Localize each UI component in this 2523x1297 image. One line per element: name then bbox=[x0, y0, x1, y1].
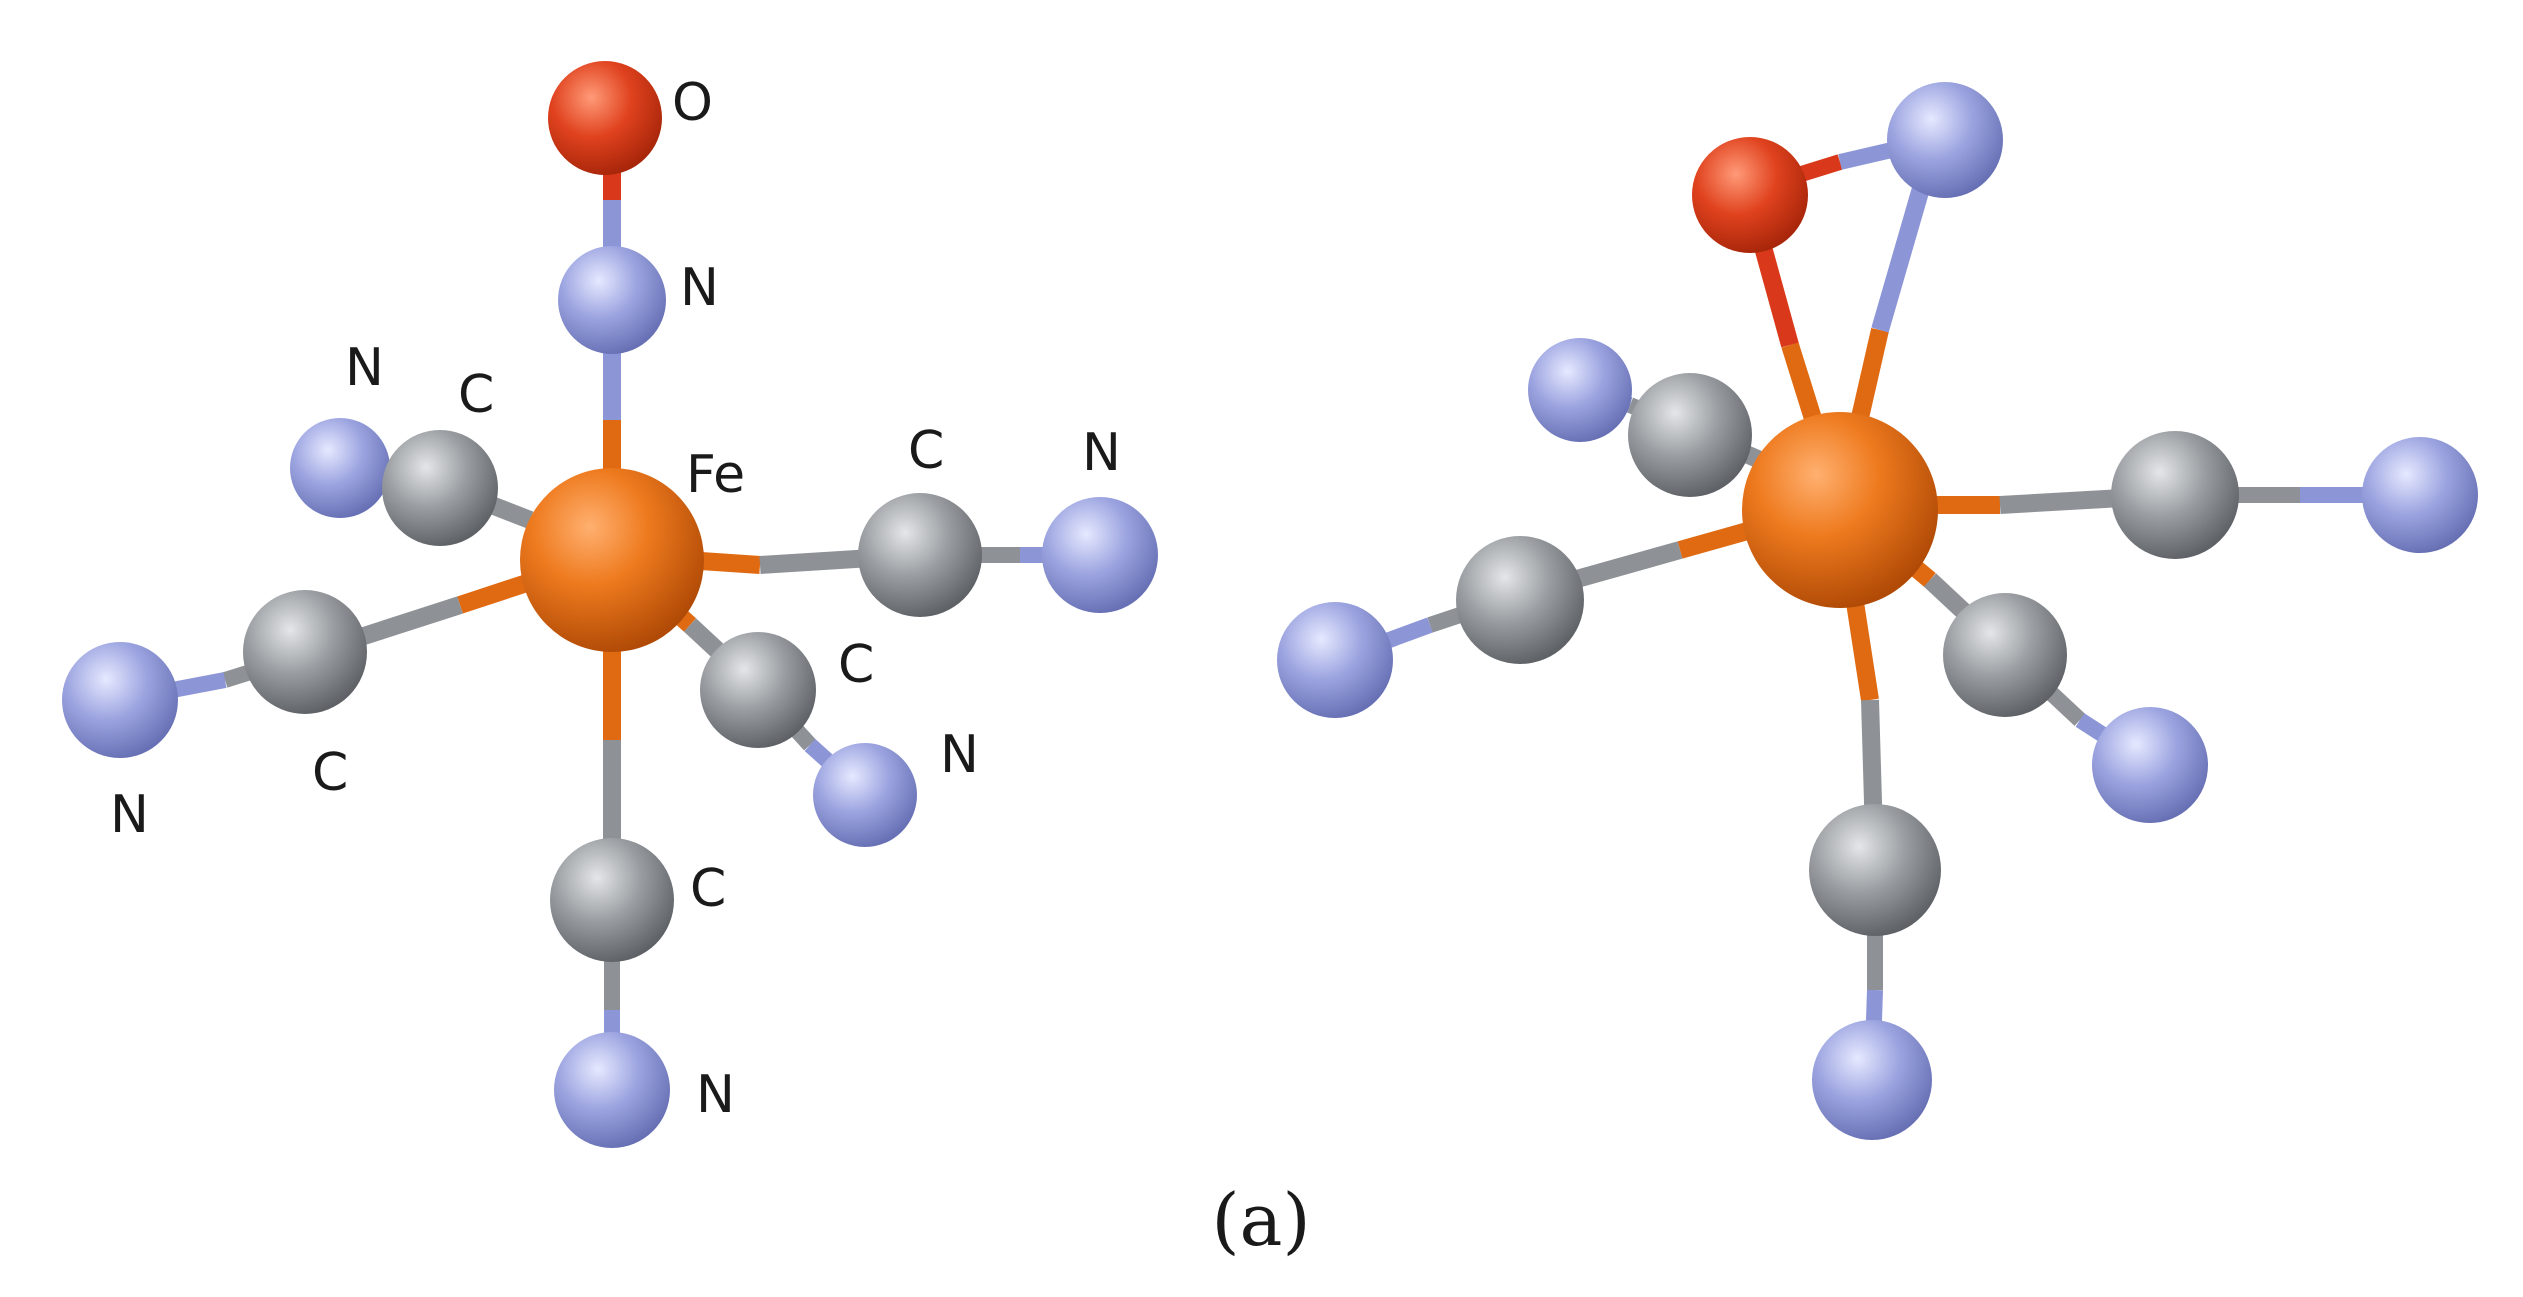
left-c-left-atom bbox=[243, 590, 367, 714]
left-atoms bbox=[62, 61, 1158, 1148]
label-c-upper-left: C bbox=[458, 365, 494, 425]
right-c-bottom-atom bbox=[1809, 804, 1941, 936]
right-molecule bbox=[1277, 82, 2478, 1140]
right-o-atom bbox=[1692, 137, 1808, 253]
label-n-upper-left: N bbox=[345, 338, 384, 398]
left-n-nitrosyl-atom bbox=[558, 246, 666, 354]
label-c-left: C bbox=[312, 743, 348, 803]
label-c-bottom: C bbox=[690, 859, 726, 919]
right-c-left-atom bbox=[1456, 536, 1584, 664]
label-n-nitrosyl: N bbox=[680, 258, 719, 318]
left-c-upper-left-atom bbox=[382, 430, 498, 546]
label-n-right: N bbox=[1082, 423, 1121, 483]
label-c-right: C bbox=[908, 421, 944, 481]
label-o-top: O bbox=[672, 73, 713, 133]
right-n-bottom-atom bbox=[1812, 1020, 1932, 1140]
left-n-left-atom bbox=[62, 642, 178, 758]
left-n-lower-right-atom bbox=[813, 743, 917, 847]
left-n-bottom-atom bbox=[554, 1032, 670, 1148]
label-n-left: N bbox=[110, 785, 149, 845]
figure-caption: (a) bbox=[1211, 1178, 1310, 1262]
left-labels: O N Fe C N C N C N C N C N bbox=[110, 73, 1121, 1125]
left-n-upper-left-atom bbox=[290, 418, 390, 518]
right-fe-atom bbox=[1742, 412, 1938, 608]
right-atoms bbox=[1277, 82, 2478, 1140]
label-c-lower-right: C bbox=[838, 635, 874, 695]
label-fe: Fe bbox=[686, 445, 745, 505]
left-c-bottom-atom bbox=[550, 838, 674, 962]
left-c-right-atom bbox=[858, 493, 982, 617]
right-n-upper-left-atom bbox=[1528, 338, 1632, 442]
label-n-bottom: N bbox=[696, 1065, 735, 1125]
left-n-right-atom bbox=[1042, 497, 1158, 613]
left-c-lower-right-atom bbox=[700, 632, 816, 748]
left-fe-atom bbox=[520, 468, 704, 652]
right-c-right-atom bbox=[2111, 431, 2239, 559]
right-n-lower-right-atom bbox=[2092, 707, 2208, 823]
label-n-lower-right: N bbox=[940, 725, 979, 785]
right-n-sideon-atom bbox=[1887, 82, 2003, 198]
right-n-right-atom bbox=[2362, 437, 2478, 553]
left-o-atom bbox=[548, 61, 662, 175]
right-n-left-atom bbox=[1277, 602, 1393, 718]
right-c-upper-left-atom bbox=[1628, 373, 1752, 497]
left-molecule: O N Fe C N C N C N C N C N bbox=[62, 61, 1158, 1148]
right-c-lower-right-atom bbox=[1943, 593, 2067, 717]
